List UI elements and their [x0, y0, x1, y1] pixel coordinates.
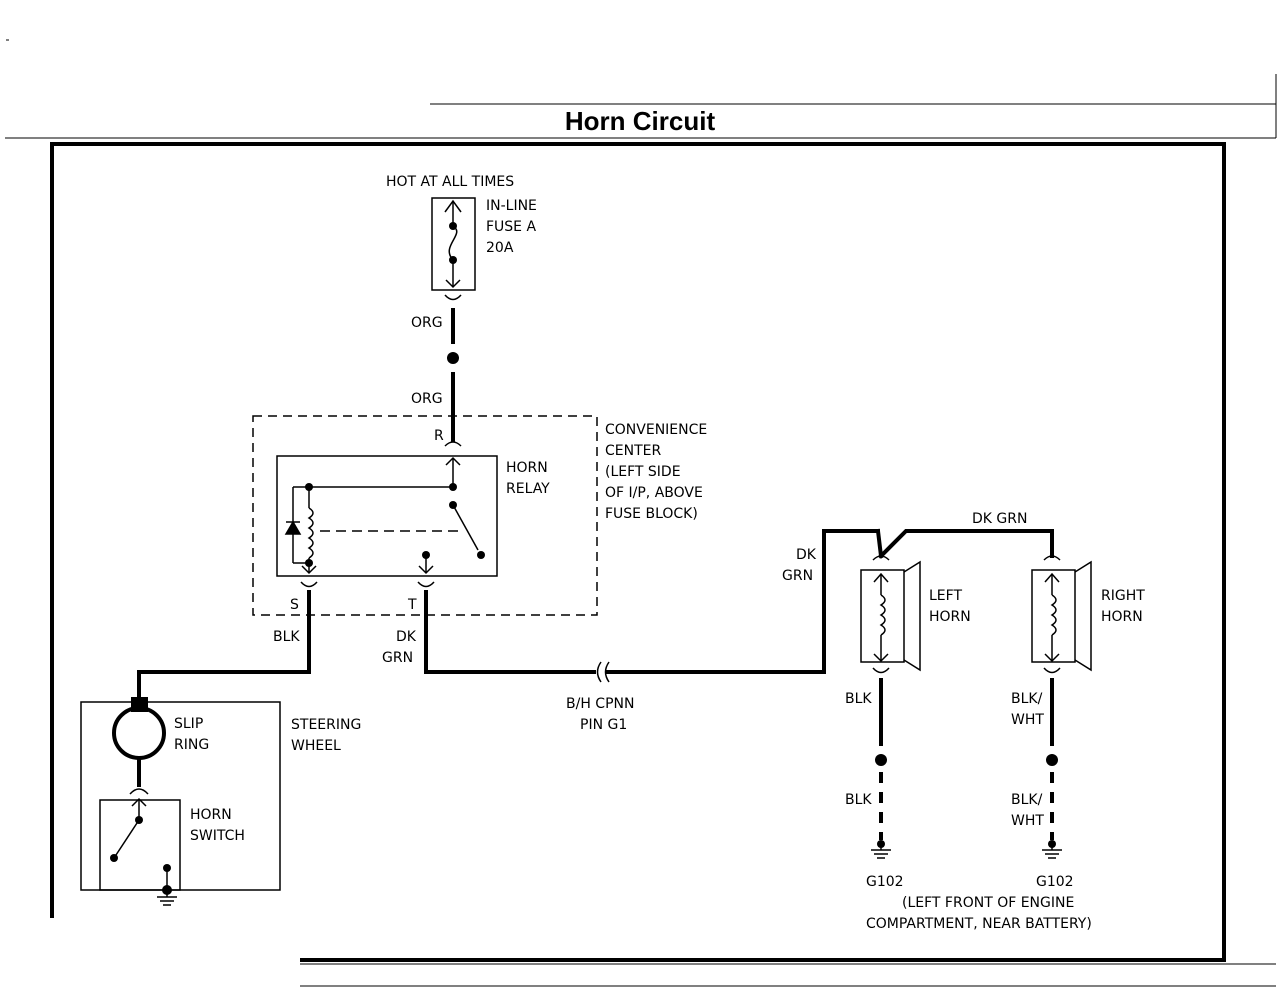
blkwht-right-lower-label-1: BLK/: [1011, 792, 1043, 808]
steering-wheel: SLIP RING STEERING WHEEL HORN SWITCH: [80, 697, 361, 906]
convenience-line5: FUSE BLOCK): [605, 506, 698, 522]
connector-label-2: PIN G1: [580, 717, 627, 733]
blkwht-right-label-1: BLK/: [1011, 691, 1043, 707]
left-horn-label-1: LEFT: [929, 588, 962, 604]
blk-switch-label: BLK: [273, 629, 300, 645]
relay-coil: [307, 507, 314, 559]
convenience-line3: (LEFT SIDE: [605, 464, 681, 480]
blk-left-label: BLK: [845, 691, 872, 707]
inline-connector: [596, 661, 602, 683]
convenience-center: CONVENIENCE CENTER (LEFT SIDE OF I/P, AB…: [252, 415, 707, 616]
fuse-box: [431, 197, 476, 291]
page-title: Horn Circuit: [565, 106, 716, 136]
left-horn: LEFT HORN BLK BLK G102: [845, 555, 971, 890]
convenience-center-box: [252, 415, 598, 616]
left-horn-box: [860, 569, 905, 663]
relay-contact-arm: [452, 504, 479, 551]
fuse-label-line2: FUSE A: [486, 219, 536, 235]
org-wire: ORG ORG: [411, 308, 459, 442]
horn-switch-label-2: SWITCH: [190, 828, 245, 844]
relay-label-line1: HORN: [506, 460, 548, 476]
fuse-element: [448, 225, 458, 261]
horn-relay: R HORN RELAY S T: [276, 428, 550, 613]
horn-switch-arm: [115, 819, 140, 856]
org-lower-label: ORG: [411, 391, 443, 407]
splice-dot: [447, 352, 459, 364]
horn-switch-label-1: HORN: [190, 807, 232, 823]
dk-grn-top-label: DK GRN: [972, 511, 1027, 527]
inline-fuse: HOT AT ALL TIMES IN-LINE FUSE A 20A: [386, 174, 537, 301]
horn-switch-box: [99, 799, 181, 891]
ground-location-line1: (LEFT FRONT OF ENGINE: [902, 895, 1074, 911]
dk-horn-label-1: DK: [796, 547, 817, 563]
dk-relay-label-2: GRN: [382, 650, 413, 666]
right-horn-coil: [1050, 594, 1057, 636]
slip-ring-label-2: RING: [174, 737, 209, 753]
fuse-label-line3: 20A: [486, 240, 514, 256]
right-ground-id: G102: [1036, 874, 1074, 890]
fuse-label-line1: IN-LINE: [486, 198, 537, 214]
slip-ring-icon: [112, 706, 166, 760]
dk-relay-label-1: DK: [396, 629, 417, 645]
dk-grn-wire: DK GRN B/H CPNN PIN G1 DK GRN DK GRN: [382, 511, 1054, 733]
left-horn-bell: [903, 560, 921, 672]
convenience-line2: CENTER: [605, 443, 661, 459]
right-horn: RIGHT HORN BLK/ WHT BLK/ WHT G102: [1011, 555, 1145, 890]
fuse-bottom-connector: [444, 294, 462, 301]
blk-left-lower-label: BLK: [845, 792, 872, 808]
convenience-line1: CONVENIENCE: [605, 422, 707, 438]
blk-switch-wire: BLK: [137, 590, 311, 702]
relay-pin-s: S: [290, 597, 299, 613]
blkwht-right-lower-label-2: WHT: [1011, 813, 1044, 829]
left-horn-label-2: HORN: [929, 609, 971, 625]
horn-relay-box: [276, 455, 498, 577]
connector-label-1: B/H CPNN: [566, 696, 634, 712]
blkwht-right-label-2: WHT: [1011, 712, 1044, 728]
fuse-supply-label: HOT AT ALL TIMES: [386, 174, 514, 190]
right-horn-label-1: RIGHT: [1101, 588, 1145, 604]
left-ground-id: G102: [866, 874, 904, 890]
relay-pin-r: R: [434, 428, 444, 444]
relay-pin-t: T: [407, 597, 417, 613]
convenience-line4: OF I/P, ABOVE: [605, 485, 703, 501]
page-frame: [5, 39, 1277, 987]
right-horn-label-2: HORN: [1101, 609, 1143, 625]
right-horn-box: [1031, 569, 1076, 663]
relay-label-line2: RELAY: [506, 481, 550, 497]
diode-icon: [284, 520, 302, 535]
slip-ring-label-1: SLIP: [174, 716, 203, 732]
left-horn-coil: [879, 594, 886, 636]
dk-horn-label-2: GRN: [782, 568, 813, 584]
right-horn-bell: [1074, 560, 1092, 672]
ground-location-line2: COMPARTMENT, NEAR BATTERY): [866, 916, 1092, 932]
org-upper-label: ORG: [411, 315, 443, 331]
steering-wheel-label-1: STEERING: [291, 717, 361, 733]
steering-wheel-label-2: WHEEL: [291, 738, 341, 754]
